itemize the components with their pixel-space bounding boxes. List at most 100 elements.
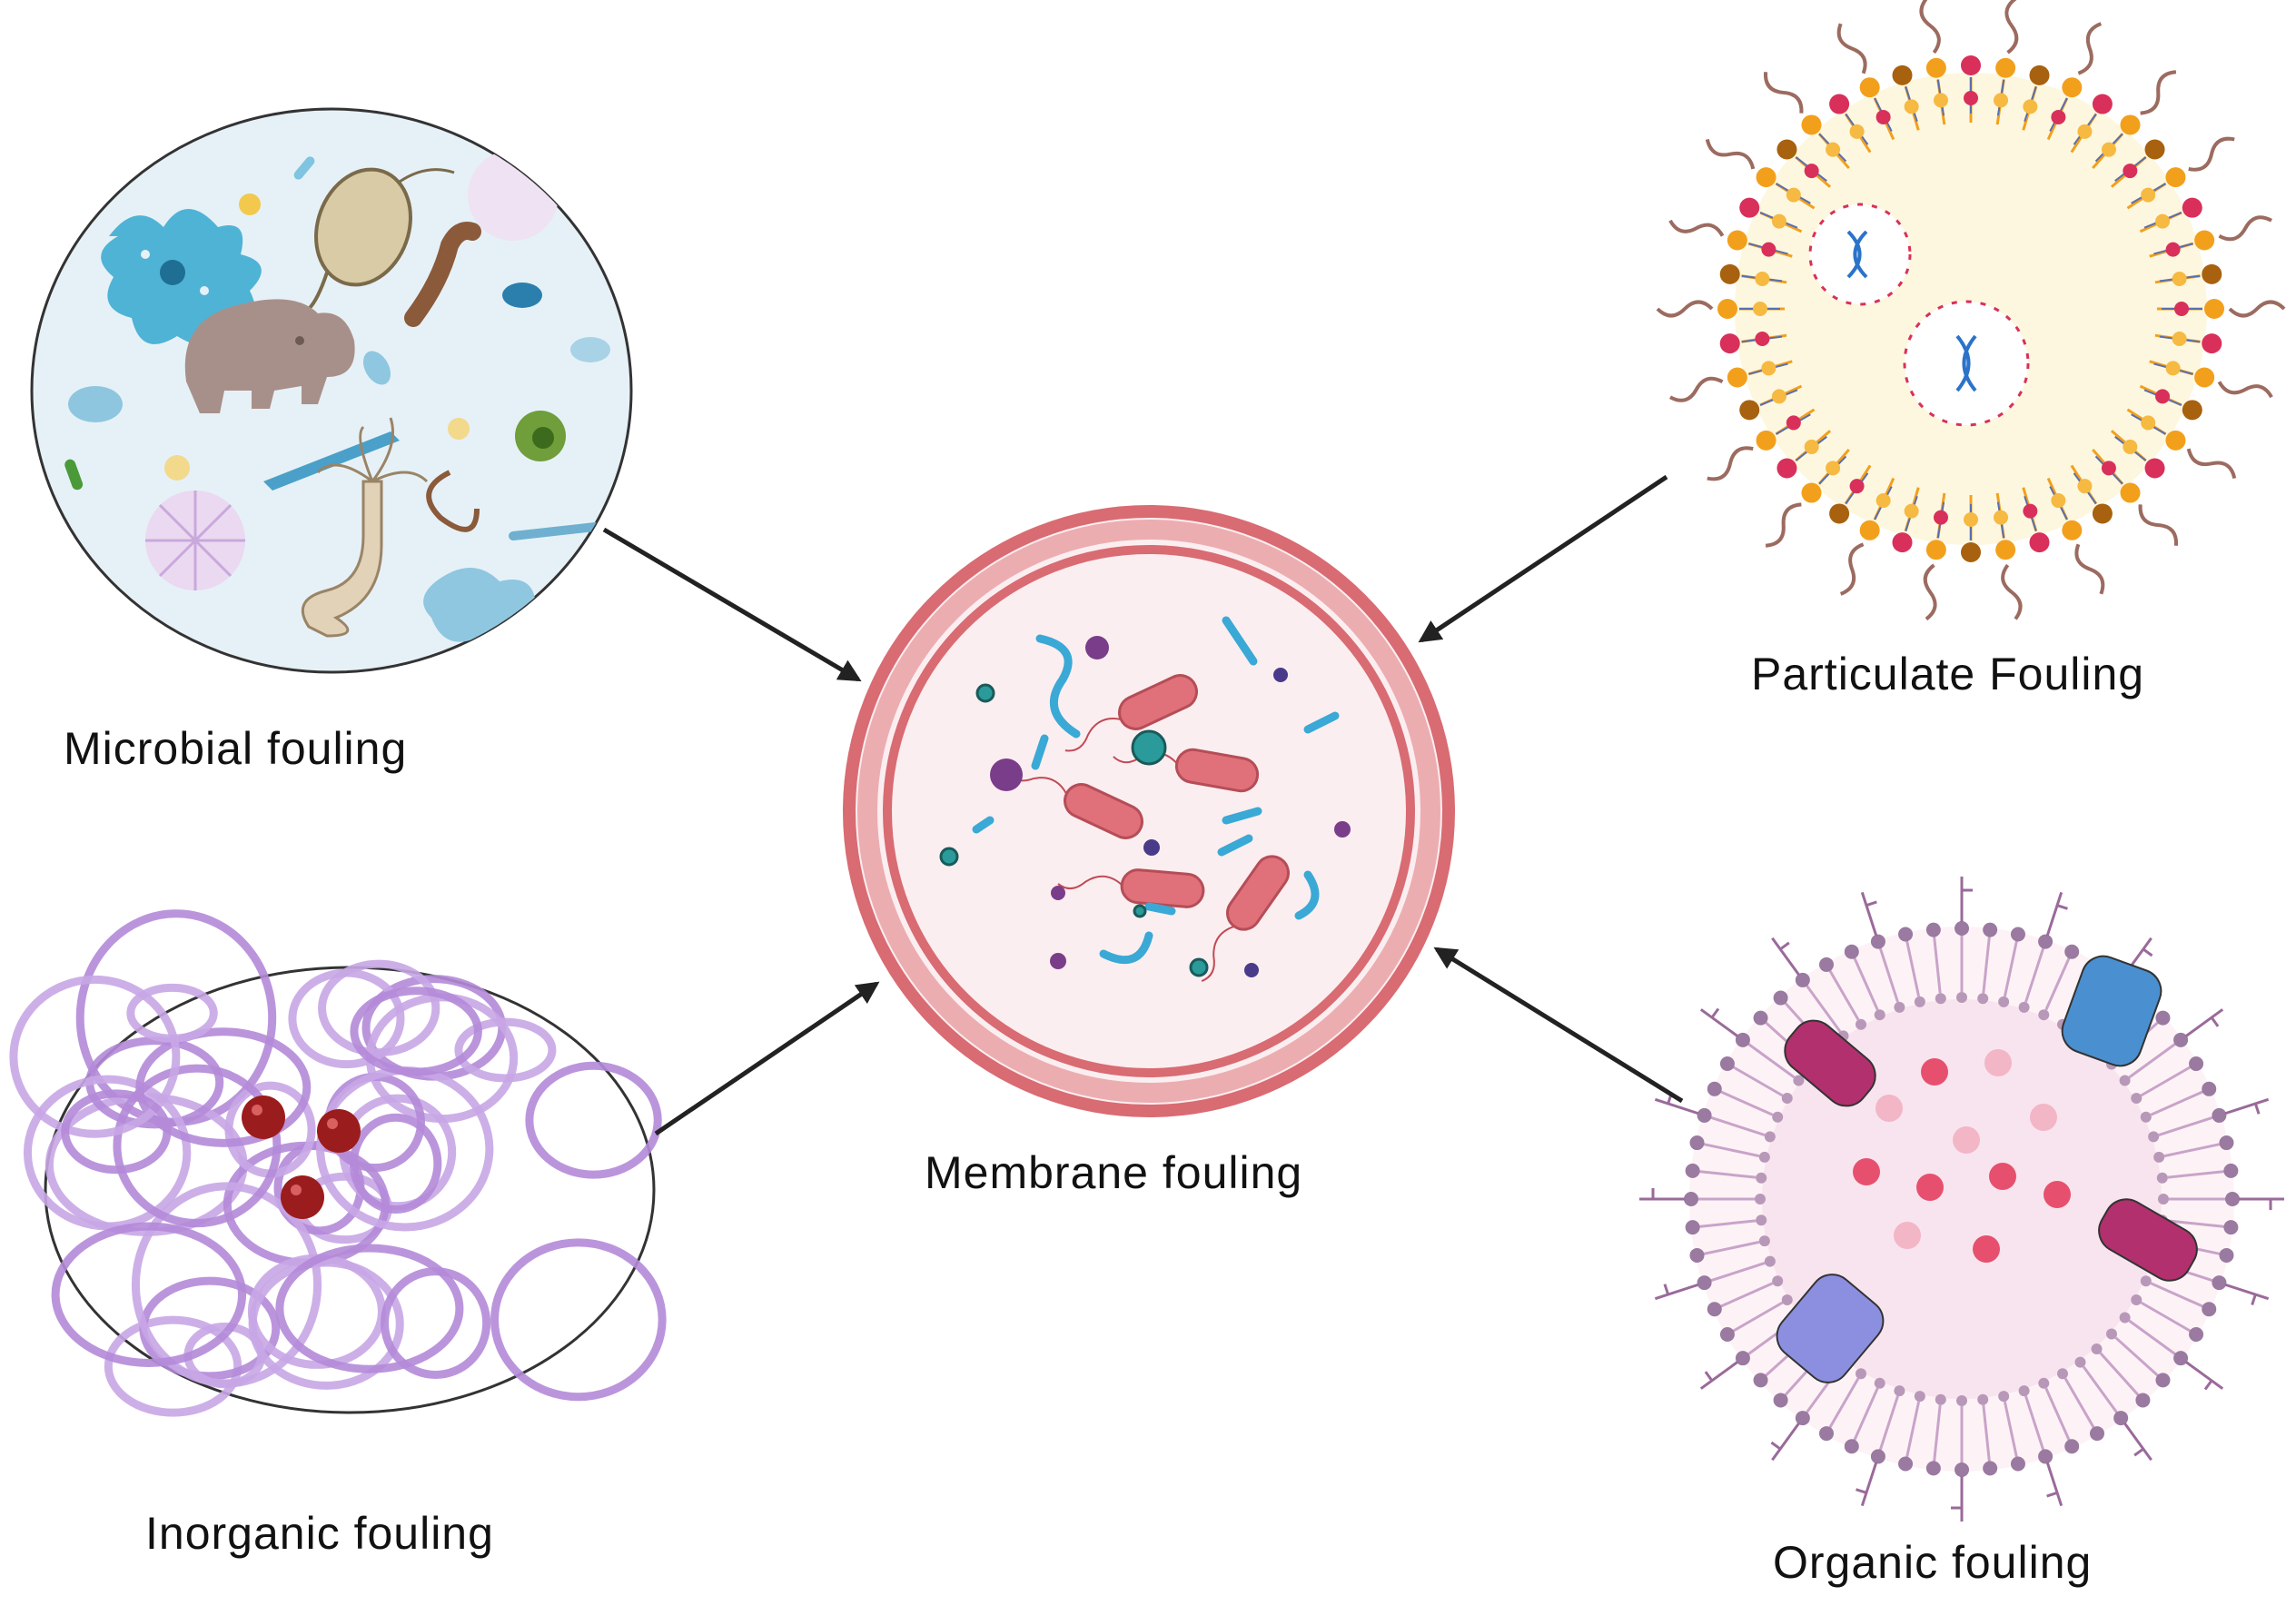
lipid-head	[2062, 77, 2083, 98]
lipid-head	[1739, 197, 1760, 218]
particle-icon	[1334, 821, 1351, 838]
peg-chain	[2140, 70, 2177, 115]
glycan-chain	[2045, 1462, 2063, 1507]
peg-chain	[1656, 300, 1714, 318]
lipid-head	[2202, 1302, 2217, 1317]
lipid-head	[1892, 64, 1913, 85]
radiolarian-icon	[145, 491, 245, 590]
polymer-loop	[248, 1258, 404, 1390]
lipid-head	[1859, 77, 1880, 98]
glycan-chain	[1699, 1008, 1739, 1037]
lipid-head	[1983, 1461, 1998, 1476]
label-organic-fouling: Organic fouling	[1773, 1537, 2093, 1588]
peg-chain	[1839, 542, 1865, 596]
lipid-head	[1727, 367, 1747, 388]
organic-particle	[2044, 1181, 2071, 1208]
peg-chain	[2074, 543, 2105, 595]
label-microbial-fouling: Microbial fouling	[64, 723, 408, 774]
lipid-head	[1870, 1449, 1885, 1464]
organic-particle	[2030, 1104, 2057, 1131]
glycan-chain	[2184, 1008, 2224, 1037]
peg-chain	[2228, 300, 2286, 318]
lipid-head	[1892, 532, 1913, 553]
lipid-head	[1983, 922, 1998, 937]
lipid-head	[2113, 1411, 2129, 1426]
particle-icon	[1085, 636, 1109, 659]
polymer-loop	[490, 1238, 667, 1402]
cell-icon	[502, 283, 542, 308]
fiber-icon	[1303, 711, 1340, 734]
polymer-loop	[275, 1244, 464, 1373]
particle-icon	[1051, 886, 1065, 900]
lipid-head	[2092, 503, 2113, 524]
polymer-loop	[288, 968, 405, 1069]
glycan-chain	[2123, 1422, 2152, 1462]
lipid-head	[2212, 1275, 2227, 1291]
organic-particle	[1853, 1158, 1880, 1185]
particle-icon	[975, 683, 995, 703]
bacteria-icon	[1120, 868, 1205, 908]
lipid-head	[2010, 1456, 2025, 1472]
fiber-icon	[1217, 834, 1253, 857]
glycan-chain	[2224, 1283, 2270, 1301]
lipid-head	[2204, 299, 2224, 319]
lipid-head	[2038, 1449, 2054, 1464]
peg-chain	[2186, 448, 2237, 480]
lipid-head	[2064, 1439, 2080, 1454]
lipid-head	[1756, 167, 1776, 188]
peg-chain	[2001, 563, 2023, 620]
peg-chain	[2218, 215, 2272, 242]
particle-icon	[1189, 957, 1209, 977]
lipid-head	[1829, 94, 1850, 114]
polymer-loop	[23, 1075, 192, 1231]
lipid-head	[2189, 1327, 2204, 1342]
fiber-icon	[972, 816, 995, 834]
peg-chain	[1836, 23, 1867, 74]
fiber-icon	[1144, 902, 1176, 916]
organic-particle	[1916, 1174, 1944, 1201]
lipid-head	[1697, 1275, 1712, 1291]
fiber-icon	[1222, 616, 1258, 666]
lipid-head	[1844, 1439, 1859, 1454]
glycan-chain	[1860, 1462, 1878, 1507]
organic-particle	[1894, 1222, 1921, 1249]
lipid-head	[2144, 458, 2165, 479]
label-inorganic-fouling: Inorganic fouling	[145, 1508, 494, 1559]
polymer-loop	[61, 1089, 172, 1175]
particle-icon	[1143, 839, 1160, 856]
glycan-chain	[1699, 1361, 1739, 1390]
lipid-head	[1735, 1351, 1750, 1366]
lipid-head	[2212, 1107, 2227, 1123]
lipid-head	[1756, 430, 1776, 451]
glycan-chain	[1654, 1097, 1699, 1115]
particle-icon	[1131, 729, 1167, 766]
cell-icon	[570, 337, 610, 362]
nematode-icon	[426, 470, 480, 532]
lipid-head	[2223, 1220, 2239, 1235]
lipid-head	[1955, 921, 1969, 936]
lipid-head	[2182, 400, 2202, 421]
fiber-icon	[1035, 634, 1081, 739]
polymer-loop	[113, 1064, 282, 1228]
radiolarian-icon	[468, 150, 559, 241]
lipid-head	[2173, 1032, 2189, 1047]
peg-chain	[2188, 136, 2235, 172]
glycan-chain	[2224, 1097, 2270, 1115]
lipid-head	[1735, 1032, 1750, 1047]
lipid-head	[2202, 263, 2222, 284]
fiber-icon	[1294, 870, 1320, 920]
lipid-head	[2092, 94, 2113, 114]
lipid-head	[1776, 139, 1797, 160]
inorganic-particle	[281, 1175, 324, 1219]
lipid-head	[2038, 934, 2054, 949]
lipid-head	[2202, 1081, 2217, 1096]
peg-chain	[2138, 504, 2178, 546]
fiber-icon	[1031, 734, 1049, 770]
lipid-head	[2029, 64, 2050, 85]
lipid-head	[1925, 540, 1946, 560]
lipid-head	[2010, 927, 2025, 942]
membrane-protein	[2061, 955, 2162, 1067]
label-particulate-fouling: Particulate Fouling	[1751, 649, 2145, 699]
inorganic-fouling-illustration	[9, 909, 667, 1417]
